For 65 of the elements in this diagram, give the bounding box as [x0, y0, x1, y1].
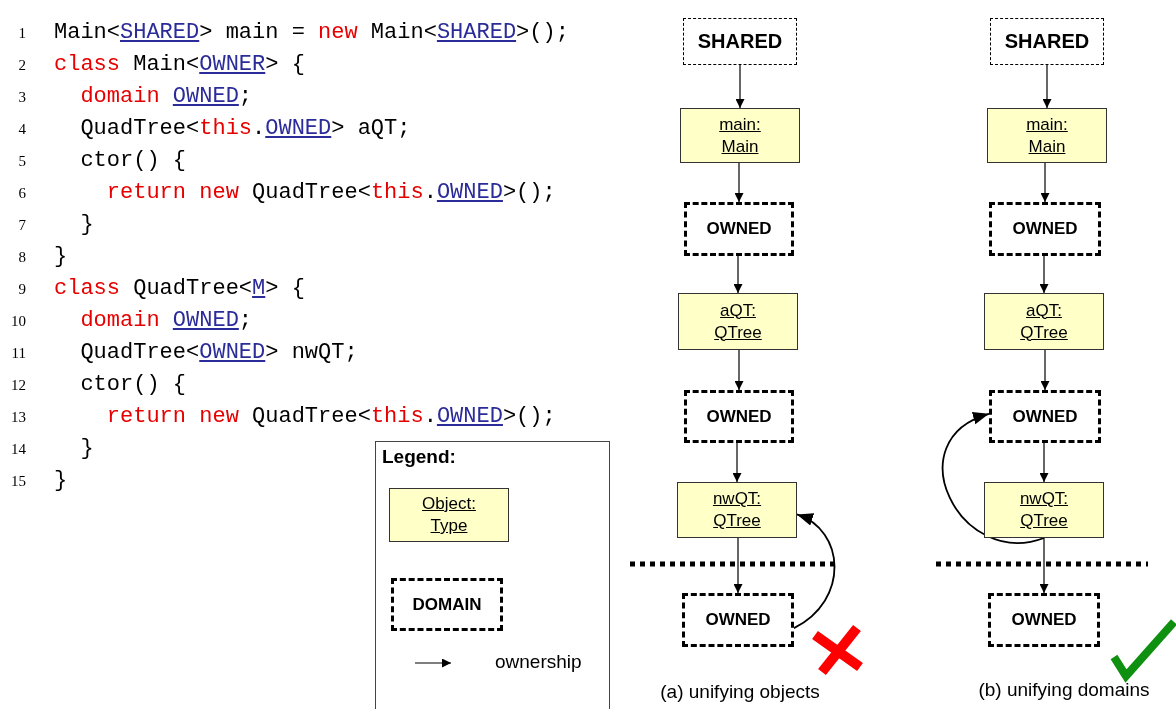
- code-line: Main<SHARED> main = new Main<SHARED>();: [54, 20, 569, 45]
- code-line: ctor() {: [79, 372, 187, 397]
- code-line: domain OWNED;: [79, 308, 253, 333]
- code-line: QuadTree<OWNED> nwQT;: [79, 340, 358, 365]
- domain-box: OWNED: [682, 593, 794, 647]
- code-line: class QuadTree<M> {: [54, 276, 305, 301]
- domain-box: OWNED: [684, 202, 794, 256]
- caption: (a) unifying objects: [660, 681, 820, 703]
- object-box: nwQT: QTree: [984, 482, 1104, 538]
- arrow: [1040, 349, 1050, 391]
- arrow: [1039, 442, 1049, 483]
- line-number: 2: [17, 57, 26, 74]
- domain-box: OWNED: [989, 390, 1101, 443]
- line-number: 3: [17, 89, 26, 106]
- arrow: [1039, 255, 1049, 294]
- code-line: class Main<OWNER> {: [54, 52, 305, 77]
- code-line: }: [54, 244, 68, 269]
- curved-arrow: [793, 513, 836, 629]
- arrow: [1042, 64, 1052, 109]
- line-number: 8: [17, 249, 26, 266]
- object-box: main: Main: [680, 108, 800, 163]
- domain-box: OWNED: [989, 202, 1101, 256]
- arrow: [732, 442, 742, 483]
- code-line: }: [79, 436, 94, 461]
- legend-panel: [375, 441, 610, 709]
- code-line: QuadTree<this.OWNED> aQT;: [79, 116, 411, 141]
- code-line: return new QuadTree<this.OWNED>();: [105, 180, 556, 205]
- object-box: main: Main: [987, 108, 1107, 163]
- line-number: 7: [17, 217, 26, 234]
- arrow: [734, 162, 744, 203]
- code-line: domain OWNED;: [79, 84, 253, 109]
- caption: (b) unifying domains: [978, 679, 1150, 701]
- code-line: return new QuadTree<this.OWNED>();: [105, 404, 556, 429]
- line-number: 4: [17, 121, 26, 138]
- line-number: 15: [10, 473, 26, 490]
- code-line: }: [79, 212, 94, 237]
- legend-title: Legend:: [382, 446, 456, 468]
- curved-arrow: [941, 412, 1045, 544]
- domain-box: OWNED: [988, 593, 1100, 647]
- line-number: 14: [10, 441, 26, 458]
- legend-label: ownership: [495, 651, 582, 673]
- code-line: ctor() {: [79, 148, 187, 173]
- line-number: 5: [17, 153, 26, 170]
- line-number: 6: [17, 185, 26, 202]
- domain-box: SHARED: [683, 18, 797, 65]
- code-line: }: [54, 468, 68, 493]
- line-number: 1: [17, 25, 26, 42]
- object-box: aQT: QTree: [678, 293, 798, 350]
- arrow: [734, 349, 744, 391]
- arrow: [1040, 162, 1050, 203]
- arrow: [735, 64, 745, 109]
- arrow: [1039, 537, 1049, 594]
- line-number: 11: [10, 345, 26, 362]
- arrow: [733, 537, 743, 594]
- domain-box: SHARED: [990, 18, 1104, 65]
- line-number: 9: [17, 281, 26, 298]
- line-number: 10: [10, 313, 26, 330]
- domain-box: OWNED: [684, 390, 794, 443]
- object-box: aQT: QTree: [984, 293, 1104, 350]
- object-box: nwQT: QTree: [677, 482, 797, 538]
- arrow: [733, 255, 743, 294]
- line-number: 13: [10, 409, 26, 426]
- domain-box: DOMAIN: [391, 578, 503, 631]
- line-number: 12: [10, 377, 26, 394]
- object-box: Object: Type: [389, 488, 509, 542]
